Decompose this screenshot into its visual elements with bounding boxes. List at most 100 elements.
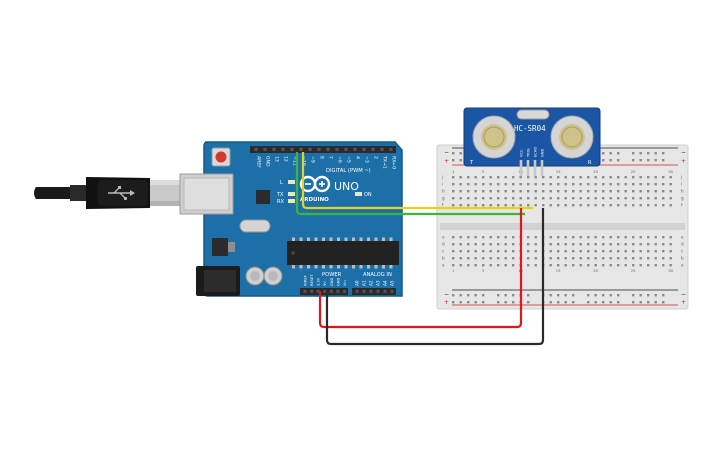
power-pin-hole[interactable] bbox=[303, 289, 307, 293]
breadboard-hole[interactable] bbox=[557, 257, 560, 260]
breadboard-hole[interactable] bbox=[527, 264, 530, 267]
breadboard-hole[interactable] bbox=[609, 183, 612, 186]
breadboard-hole[interactable] bbox=[594, 204, 597, 207]
analog-pin-hole[interactable] bbox=[390, 289, 394, 293]
breadboard-hole[interactable] bbox=[654, 197, 657, 200]
breadboard-hole[interactable] bbox=[669, 243, 672, 246]
breadboard-hole[interactable] bbox=[482, 257, 485, 260]
breadboard-hole[interactable] bbox=[602, 257, 605, 260]
breadboard-hole[interactable] bbox=[579, 190, 582, 193]
breadboard-hole[interactable] bbox=[602, 250, 605, 253]
breadboard-hole[interactable] bbox=[647, 176, 650, 179]
breadboard-hole[interactable] bbox=[489, 190, 492, 193]
breadboard-hole[interactable] bbox=[669, 176, 672, 179]
breadboard-hole[interactable] bbox=[639, 176, 642, 179]
breadboard-hole[interactable] bbox=[474, 243, 477, 246]
breadboard-hole[interactable] bbox=[474, 176, 477, 179]
breadboard-hole[interactable] bbox=[587, 204, 590, 207]
breadboard-hole[interactable] bbox=[647, 183, 650, 186]
breadboard-hole[interactable] bbox=[602, 204, 605, 207]
breadboard-hole[interactable] bbox=[527, 190, 530, 193]
digital-pin-hole[interactable] bbox=[263, 147, 267, 151]
breadboard-hole[interactable] bbox=[602, 190, 605, 193]
power-pin-hole[interactable] bbox=[323, 289, 327, 293]
breadboard-hole[interactable] bbox=[467, 183, 470, 186]
breadboard-hole[interactable] bbox=[459, 236, 462, 239]
digital-pin-hole[interactable] bbox=[254, 147, 258, 151]
breadboard-hole[interactable] bbox=[647, 243, 650, 246]
breadboard-hole[interactable] bbox=[489, 264, 492, 267]
breadboard-hole[interactable] bbox=[452, 204, 455, 207]
breadboard-hole[interactable] bbox=[587, 243, 590, 246]
breadboard-hole[interactable] bbox=[617, 204, 620, 207]
breadboard-hole[interactable] bbox=[609, 236, 612, 239]
digital-pin-hole[interactable] bbox=[335, 147, 339, 151]
breadboard-hole[interactable] bbox=[579, 204, 582, 207]
breadboard-hole[interactable] bbox=[594, 176, 597, 179]
breadboard-hole[interactable] bbox=[587, 264, 590, 267]
breadboard-hole[interactable] bbox=[662, 190, 665, 193]
breadboard-hole[interactable] bbox=[452, 176, 455, 179]
breadboard-hole[interactable] bbox=[632, 183, 635, 186]
breadboard-hole[interactable] bbox=[647, 190, 650, 193]
breadboard-hole[interactable] bbox=[534, 197, 537, 200]
breadboard-hole[interactable] bbox=[534, 257, 537, 260]
breadboard-hole[interactable] bbox=[549, 250, 552, 253]
breadboard-hole[interactable] bbox=[482, 176, 485, 179]
breadboard-hole[interactable] bbox=[489, 176, 492, 179]
breadboard-hole[interactable] bbox=[557, 204, 560, 207]
sensor-pin[interactable] bbox=[533, 160, 537, 176]
breadboard-hole[interactable] bbox=[549, 190, 552, 193]
breadboard-hole[interactable] bbox=[519, 176, 522, 179]
breadboard-hole[interactable] bbox=[452, 250, 455, 253]
breadboard-hole[interactable] bbox=[594, 197, 597, 200]
breadboard-hole[interactable] bbox=[669, 250, 672, 253]
breadboard-hole[interactable] bbox=[632, 243, 635, 246]
breadboard-hole[interactable] bbox=[542, 176, 545, 179]
breadboard-hole[interactable] bbox=[512, 183, 515, 186]
breadboard-hole[interactable] bbox=[654, 243, 657, 246]
breadboard-hole[interactable] bbox=[527, 197, 530, 200]
breadboard-hole[interactable] bbox=[617, 257, 620, 260]
breadboard-hole[interactable] bbox=[474, 264, 477, 267]
breadboard-hole[interactable] bbox=[639, 243, 642, 246]
breadboard-hole[interactable] bbox=[549, 204, 552, 207]
breadboard-hole[interactable] bbox=[579, 236, 582, 239]
breadboard-hole[interactable] bbox=[602, 197, 605, 200]
breadboard-hole[interactable] bbox=[654, 204, 657, 207]
digital-pin-hole[interactable] bbox=[281, 147, 285, 151]
breadboard-hole[interactable] bbox=[504, 257, 507, 260]
breadboard-hole[interactable] bbox=[639, 250, 642, 253]
breadboard-hole[interactable] bbox=[647, 257, 650, 260]
breadboard-hole[interactable] bbox=[594, 236, 597, 239]
breadboard-hole[interactable] bbox=[549, 183, 552, 186]
breadboard-hole[interactable] bbox=[662, 176, 665, 179]
breadboard-hole[interactable] bbox=[542, 183, 545, 186]
breadboard-hole[interactable] bbox=[572, 243, 575, 246]
breadboard-hole[interactable] bbox=[459, 264, 462, 267]
breadboard-hole[interactable] bbox=[534, 236, 537, 239]
breadboard-hole[interactable] bbox=[459, 176, 462, 179]
breadboard-hole[interactable] bbox=[662, 243, 665, 246]
breadboard-hole[interactable] bbox=[497, 176, 500, 179]
breadboard-hole[interactable] bbox=[549, 176, 552, 179]
breadboard-hole[interactable] bbox=[594, 190, 597, 193]
breadboard-hole[interactable] bbox=[609, 243, 612, 246]
sensor-pin[interactable] bbox=[519, 160, 523, 176]
breadboard-hole[interactable] bbox=[617, 176, 620, 179]
digital-pin-hole[interactable] bbox=[326, 147, 330, 151]
breadboard-hole[interactable] bbox=[564, 257, 567, 260]
breadboard-hole[interactable] bbox=[474, 204, 477, 207]
breadboard-hole[interactable] bbox=[654, 257, 657, 260]
breadboard-hole[interactable] bbox=[459, 197, 462, 200]
breadboard-hole[interactable] bbox=[587, 197, 590, 200]
breadboard-hole[interactable] bbox=[564, 243, 567, 246]
digital-pin-hole[interactable] bbox=[299, 147, 303, 151]
breadboard-hole[interactable] bbox=[624, 183, 627, 186]
breadboard-hole[interactable] bbox=[662, 183, 665, 186]
digital-pin-hole[interactable] bbox=[317, 147, 321, 151]
breadboard-hole[interactable] bbox=[639, 183, 642, 186]
breadboard-hole[interactable] bbox=[594, 183, 597, 186]
breadboard-hole[interactable] bbox=[617, 243, 620, 246]
